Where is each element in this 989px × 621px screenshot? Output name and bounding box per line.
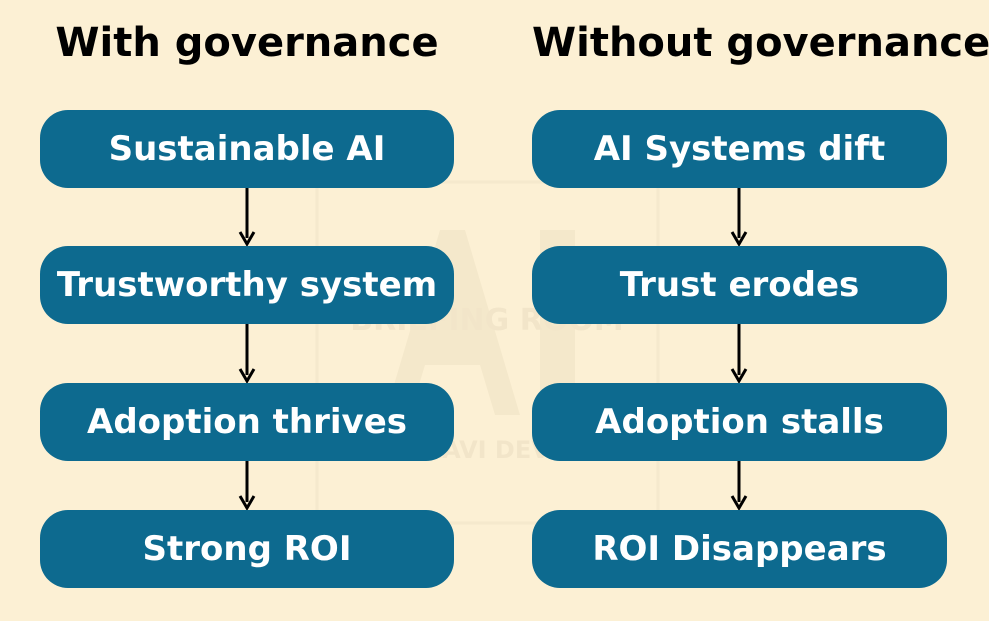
briefing-room-watermark: BRIEFING ROOM DR. PRAVI DEVINENI	[315, 180, 660, 525]
arrow-down-icon	[238, 461, 256, 511]
arrow-down-icon	[238, 324, 256, 384]
step-adoption-stalls: Adoption stalls	[532, 383, 947, 461]
without-governance-heading: Without governance	[532, 20, 989, 66]
step-roi-disappears: ROI Disappears	[532, 510, 947, 588]
step-adoption-thrives: Adoption thrives	[40, 383, 454, 461]
with-governance-heading: With governance	[55, 20, 439, 66]
arrow-down-icon	[238, 188, 256, 247]
step-trustworthy-system: Trustworthy system	[40, 246, 454, 324]
step-strong-roi: Strong ROI	[40, 510, 454, 588]
arrow-down-icon	[730, 324, 748, 384]
step-ai-systems-drift: AI Systems dift	[532, 110, 947, 188]
arrow-down-icon	[730, 188, 748, 247]
step-sustainable-ai: Sustainable AI	[40, 110, 454, 188]
arrow-down-icon	[730, 461, 748, 511]
step-trust-erodes: Trust erodes	[532, 246, 947, 324]
